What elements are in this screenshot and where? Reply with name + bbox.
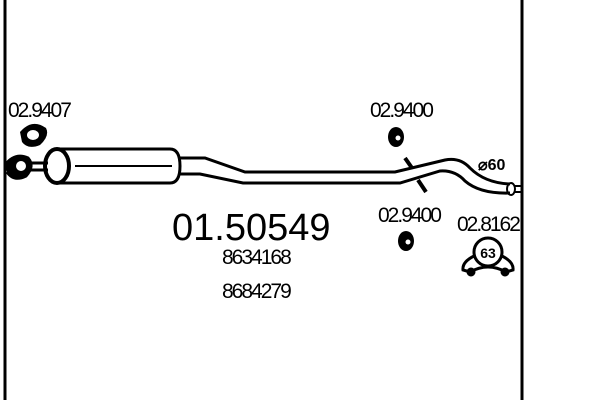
frame: [3, 0, 524, 400]
part-number: 01.50549: [172, 207, 331, 249]
gasket-icon: [20, 123, 48, 147]
oem-number-1: 8634168: [222, 246, 291, 269]
pipe-diameter-label: ⌀60: [478, 157, 506, 174]
exhaust-pipe-assembly: [3, 147, 522, 196]
mount-ref-label-top: 02.9400: [370, 99, 433, 122]
clamp-icon: [461, 236, 515, 277]
rubber-mount-icon: [388, 127, 404, 147]
rubber-mount-icon: [398, 231, 414, 251]
mount-ref-label-bottom: 02.9400: [378, 204, 441, 227]
oem-number-2: 8684279: [222, 280, 291, 303]
clamp-size-label: 63: [480, 245, 496, 261]
gasket-ref-label: 02.9407: [8, 99, 71, 122]
clamp-ref-label: 02.8162: [457, 213, 520, 236]
